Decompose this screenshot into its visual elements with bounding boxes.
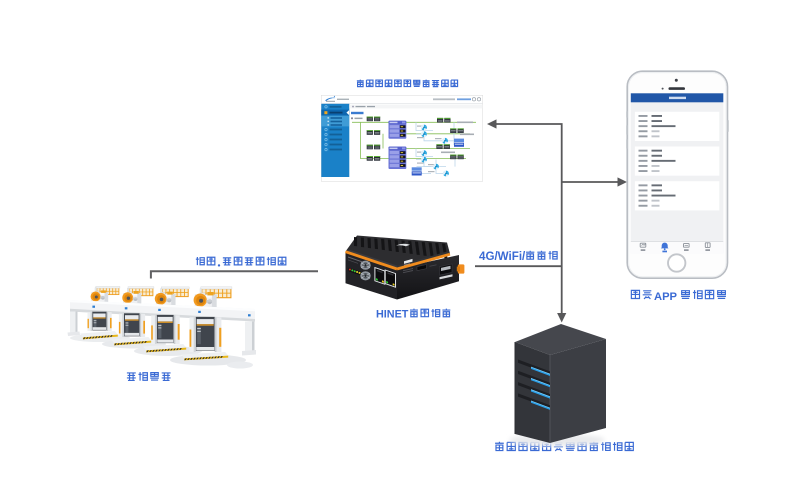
- svg-text:4G/WiFi/: 4G/WiFi/: [479, 250, 526, 263]
- svg-text:HINET: HINET: [376, 309, 409, 321]
- svg-text:APP: APP: [654, 290, 678, 302]
